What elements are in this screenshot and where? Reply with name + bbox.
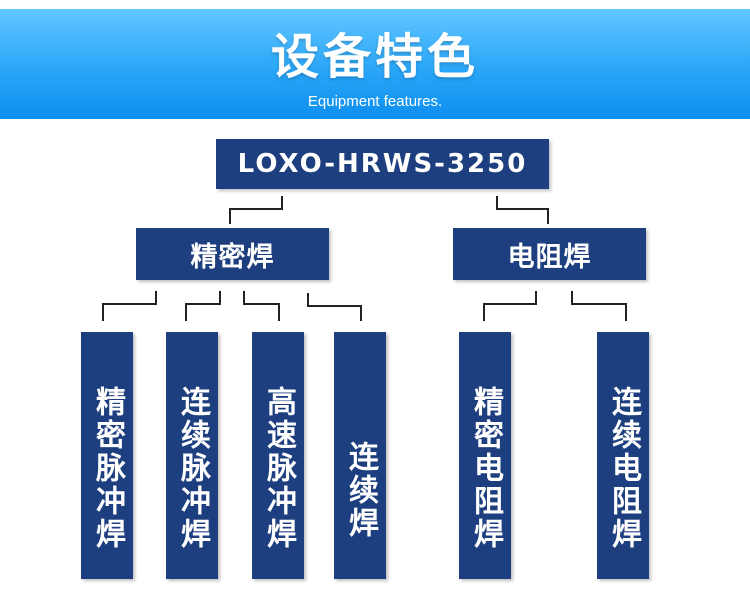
header-banner: 设备特色 Equipment features. bbox=[0, 9, 750, 119]
leaf-node-precision-resistance: 精密电阻焊 bbox=[459, 332, 511, 579]
connector-branch1-leaf4 bbox=[307, 293, 362, 321]
connector-branch2-leaf2 bbox=[571, 291, 627, 321]
connector-branch1-leaf3 bbox=[243, 291, 280, 321]
leaf-node-continuous-weld: 连续焊 bbox=[334, 332, 386, 579]
connector-branch2-leaf1 bbox=[483, 291, 537, 321]
connector-branch1-leaf1 bbox=[102, 291, 157, 321]
connector-branch1-leaf2 bbox=[185, 291, 221, 321]
branch-node-resistance-welding: 电阻焊 bbox=[453, 228, 646, 280]
page-subtitle: Equipment features. bbox=[307, 93, 443, 110]
connector-root-branch1 bbox=[229, 196, 283, 224]
branch-node-precision-welding: 精密焊 bbox=[136, 228, 329, 280]
leaf-node-continuous-resistance: 连续电阻焊 bbox=[597, 332, 649, 579]
root-node: LOXO-HRWS-3250 bbox=[216, 139, 549, 189]
leaf-node-precision-pulse: 精密脉冲焊 bbox=[81, 332, 133, 579]
leaf-node-high-speed-pulse: 高速脉冲焊 bbox=[252, 332, 304, 579]
page-title: 设备特色 bbox=[270, 29, 479, 85]
connector-root-branch2 bbox=[496, 196, 549, 224]
leaf-node-continuous-pulse: 连续脉冲焊 bbox=[166, 332, 218, 579]
